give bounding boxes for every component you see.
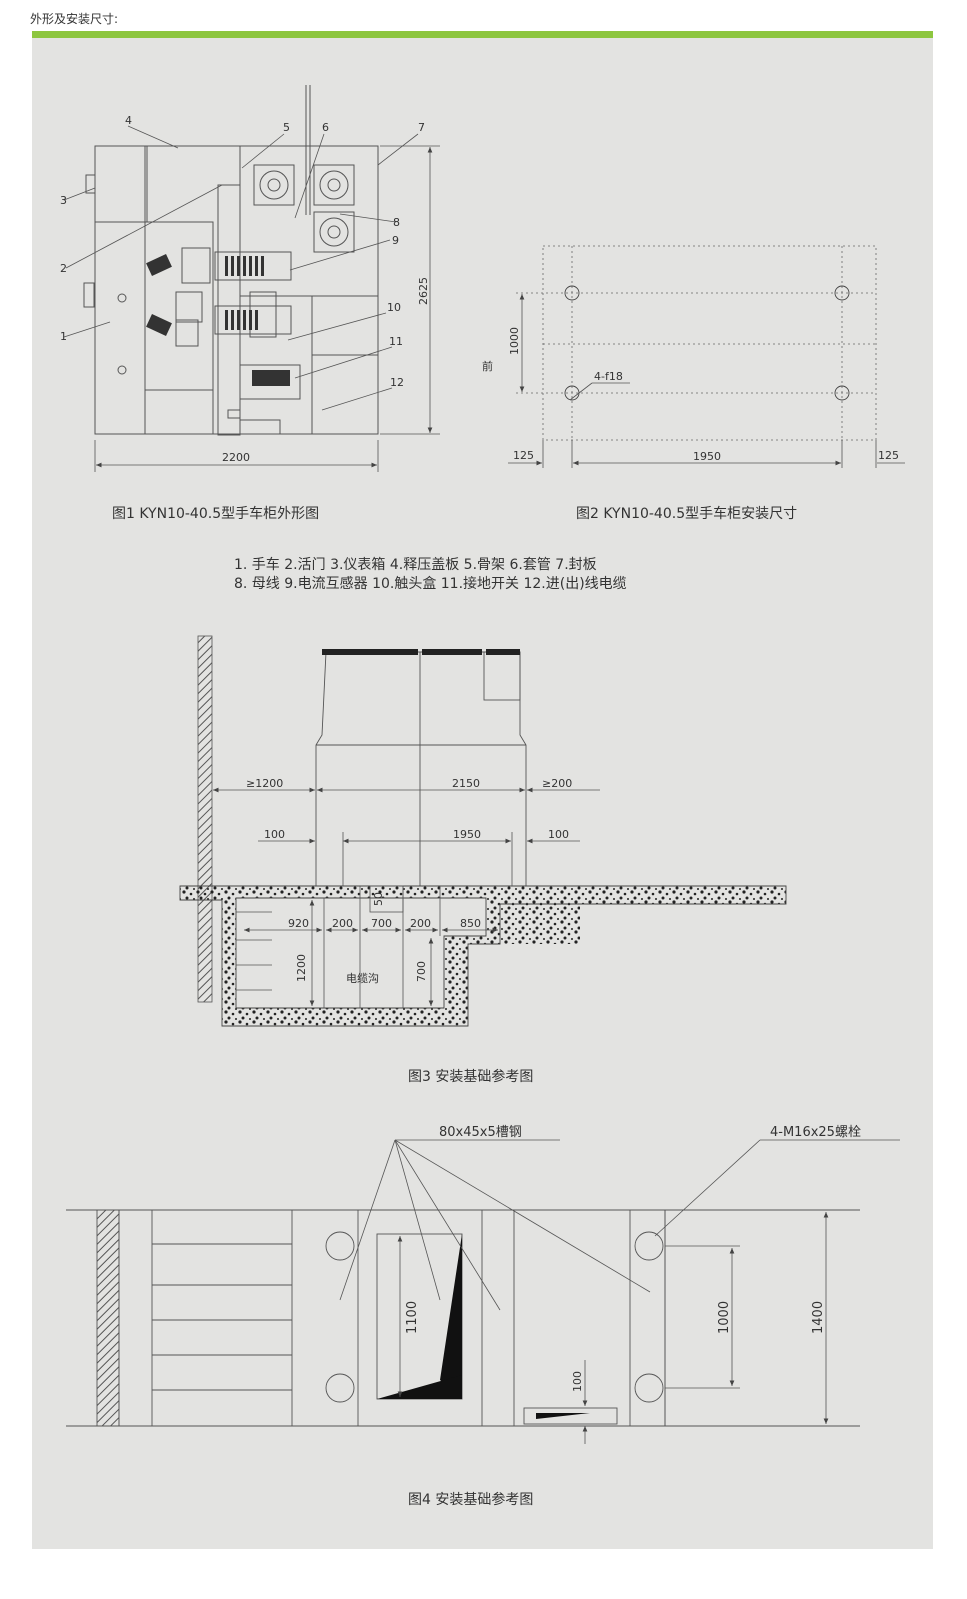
fig4-dim-100: 100: [571, 1371, 584, 1392]
fig3-dimensions: [213, 787, 600, 1006]
fig2-dimensions: [508, 294, 905, 468]
fig3-dim-700v: 700: [415, 961, 428, 982]
fig3-trench-lines: [236, 885, 441, 1008]
fig1-dim-width: 2200: [222, 451, 250, 464]
fig1-callout-numbers: 1 2 3 4 5 6 7 8 9 10 11 12: [60, 114, 425, 389]
fig3-cabinets: [315, 651, 527, 887]
fig3-dim-span: 1950: [453, 828, 481, 841]
fig2-footprint: [516, 245, 877, 441]
fig1-ct-coils: [146, 254, 290, 386]
fig2-caption: 图2 KYN10-40.5型手车柜安装尺寸: [576, 505, 797, 522]
fig1-dim-height: 2625: [417, 277, 430, 305]
section-title: 外形及安装尺寸:: [30, 12, 119, 26]
svg-text:12: 12: [390, 376, 404, 389]
fig2-dim-left: 125: [513, 449, 534, 462]
fig3-dim-920: 920: [288, 917, 309, 930]
fig4-dim-1100: 1100: [405, 1301, 420, 1334]
fig3-roof: [322, 649, 520, 655]
fig3-dim-width: 2150: [452, 777, 480, 790]
fig3-dim-700: 700: [371, 917, 392, 930]
green-rule: [32, 31, 933, 38]
fig3-dim-back: ≥200: [542, 777, 572, 790]
svg-text:11: 11: [389, 335, 403, 348]
svg-text:2: 2: [60, 262, 67, 275]
fig3-dim-front: ≥1200: [246, 777, 283, 790]
fig2-front-label: 前: [482, 359, 493, 373]
fig3-dim-left-offset: 100: [264, 828, 285, 841]
fig3-dim-50: 50: [372, 892, 385, 906]
svg-text:4: 4: [125, 114, 132, 127]
fig2-hole-label: 4-f18: [594, 370, 623, 383]
fig2-dim-depth: 1000: [508, 327, 521, 355]
svg-text:5: 5: [283, 121, 290, 134]
fig4-steel-label: 80x45x5槽钢: [439, 1125, 522, 1140]
fig3-dim-200a: 200: [332, 917, 353, 930]
fig4-bolt-label: 4-M16x25螺栓: [770, 1125, 861, 1140]
fig1-caption: 图1 KYN10-40.5型手车柜外形图: [112, 505, 319, 522]
svg-text:9: 9: [392, 234, 399, 247]
svg-text:8: 8: [393, 216, 400, 229]
fig1-leader-lines: [63, 125, 419, 411]
fig2-dim-span: 1950: [693, 450, 721, 463]
fig2-mounting-holes: [564, 285, 850, 401]
svg-text:3: 3: [60, 194, 67, 207]
fig3-foundation: [179, 885, 787, 1027]
fig3-dim-850: 850: [460, 917, 481, 930]
fig3-dim-right-offset: 100: [548, 828, 569, 841]
legend-line-1: 1. 手车 2.活门 3.仪表箱 4.释压盖板 5.骨架 6.套管 7.封板: [234, 556, 597, 573]
svg-text:1: 1: [60, 330, 67, 343]
fig3-caption: 图3 安装基础参考图: [408, 1068, 533, 1085]
fig3-dim-1200: 1200: [295, 954, 308, 982]
fig3-trench-label: 电缆沟: [346, 972, 379, 985]
fig3-dim-200b: 200: [410, 917, 431, 930]
svg-text:6: 6: [322, 121, 329, 134]
fig4-dim-1400: 1400: [811, 1301, 826, 1334]
fig1-dimensions: [94, 145, 440, 472]
fig4-dim-1000: 1000: [717, 1301, 732, 1334]
fig2-dim-right: 125: [878, 449, 899, 462]
fig4-leaders: [339, 1139, 900, 1311]
fig4-dimensions: [397, 1212, 829, 1444]
legend-line-2: 8. 母线 9.电流互感器 10.触头盒 11.接地开关 12.进(出)线电缆: [234, 575, 627, 592]
fig4-structure: [66, 1209, 860, 1427]
svg-text:7: 7: [418, 121, 425, 134]
fig3-wall: [197, 635, 213, 1003]
drawing-panel: [32, 38, 933, 1549]
fig1-cabinet-outline: [83, 85, 379, 436]
svg-text:10: 10: [387, 301, 401, 314]
fig4-caption: 图4 安装基础参考图: [408, 1491, 533, 1508]
